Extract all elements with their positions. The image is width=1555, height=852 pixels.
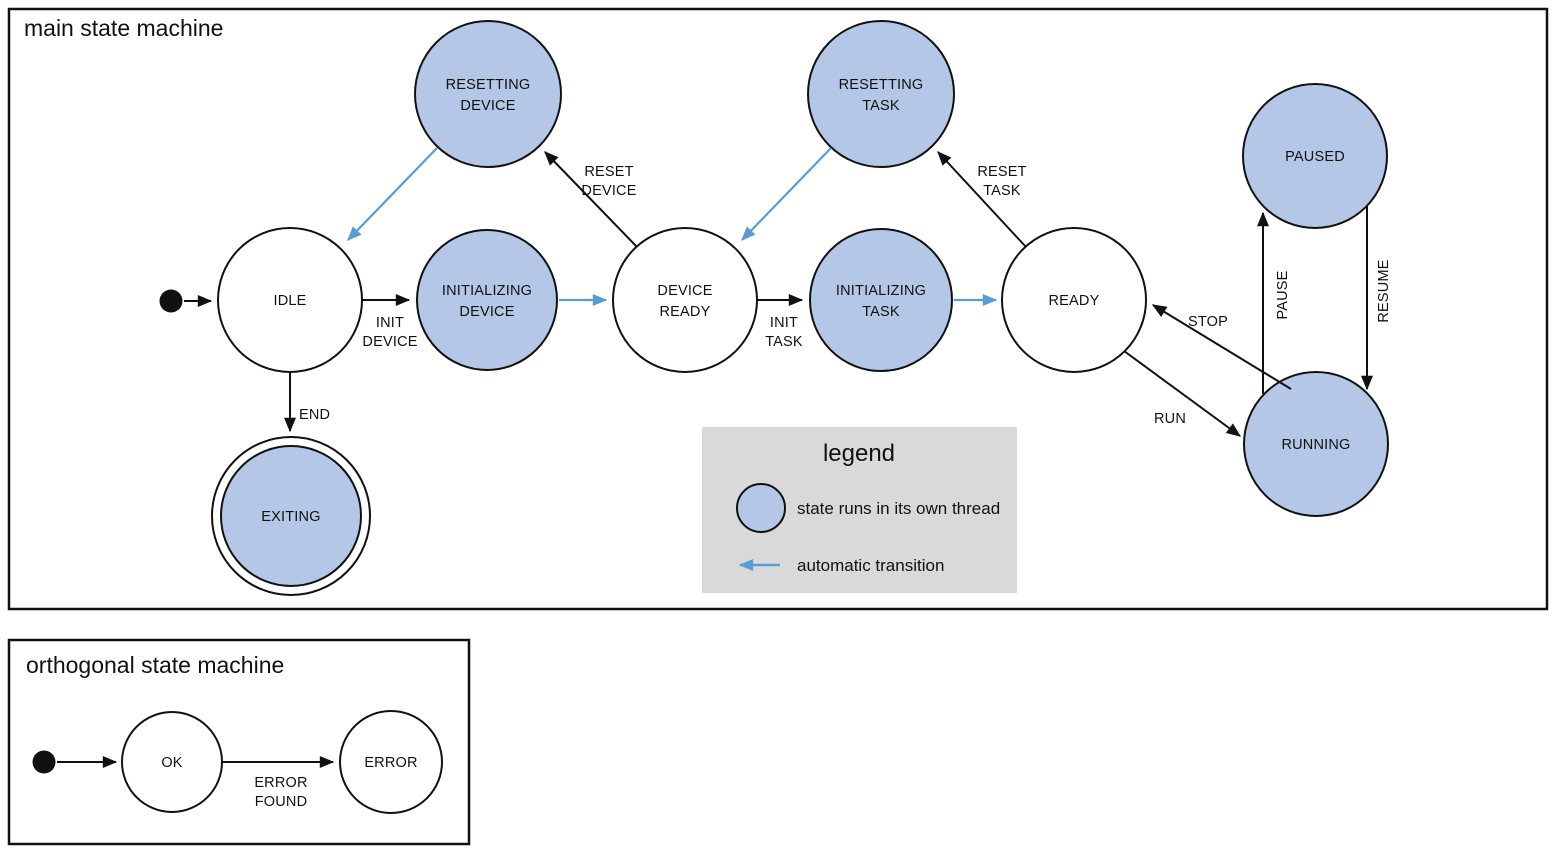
transition-label-init-task-line2: TASK — [765, 334, 803, 350]
initial-state-dot-orthogonal — [32, 750, 56, 774]
transition-line-run — [1123, 350, 1241, 437]
initial-state-dot — [159, 289, 183, 313]
state-circle-device-ready — [612, 227, 758, 373]
legend-thread-state-swatch-icon — [736, 483, 786, 533]
transition-line-reset-task — [937, 151, 1027, 248]
legend: legend state runs in its own thread auto… — [702, 427, 1017, 593]
state-circle-error — [339, 710, 443, 814]
state-circle-initializing-task — [809, 228, 953, 372]
state-label-device-ready-line2: READY — [660, 304, 711, 320]
transition-label-error-found-line2: FOUND — [255, 794, 308, 810]
state-label-running: RUNNING — [1281, 437, 1350, 453]
transition-label-run: RUN — [1154, 411, 1186, 427]
orthogonal-state-machine: orthogonal state machine OK ERROR ERROR … — [7, 638, 471, 846]
auto-transition-line-resetting-task-to-device-ready — [741, 147, 832, 241]
state-label-initializing-task-line1: INITIALIZING — [836, 283, 926, 299]
transition-label-reset-task-line1: RESET — [977, 164, 1026, 180]
state-label-device-ready-line1: DEVICE — [657, 283, 712, 299]
transition-label-init-device-line1: INIT — [376, 315, 404, 331]
state-label-idle: IDLE — [273, 293, 306, 309]
state-label-initializing-device-line1: INITIALIZING — [442, 283, 532, 299]
state-label-paused: PAUSED — [1285, 149, 1345, 165]
transition-label-error-found-line1: ERROR — [254, 775, 307, 791]
state-circle-resetting-task — [807, 20, 955, 168]
transition-label-resume: RESUME — [1376, 259, 1392, 322]
state-label-initializing-device-line2: DEVICE — [459, 304, 514, 320]
state-circle-exiting — [220, 445, 362, 587]
state-label-resetting-task-line1: RESETTING — [839, 77, 924, 93]
main-machine-title: main state machine — [24, 15, 223, 41]
transition-label-reset-device-line2: DEVICE — [581, 183, 636, 199]
legend-thread-state-label: state runs in its own thread — [797, 499, 1000, 518]
state-label-resetting-device-line2: DEVICE — [460, 98, 515, 114]
state-label-error: ERROR — [364, 755, 417, 771]
state-circle-ready — [1001, 227, 1147, 373]
state-circle-resetting-device — [414, 20, 562, 168]
state-label-resetting-task-line2: TASK — [862, 98, 900, 114]
state-circle-paused — [1242, 83, 1388, 229]
transition-label-end: END — [299, 407, 330, 423]
state-circle-initializing-device — [416, 229, 558, 371]
transition-line-reset-device — [544, 151, 638, 248]
transition-label-reset-task-line2: TASK — [983, 183, 1021, 199]
state-label-ok: OK — [161, 755, 182, 771]
state-label-resetting-device-line1: RESETTING — [446, 77, 531, 93]
legend-title: legend — [823, 440, 895, 467]
transition-label-init-task-line1: INIT — [770, 315, 798, 331]
legend-auto-transition-label: automatic transition — [797, 556, 944, 575]
transition-line-stop — [1151, 304, 1292, 390]
main-state-machine: main state machine IDLE RESETTING DEVICE… — [7, 7, 1549, 611]
state-label-exiting: EXITING — [261, 509, 320, 525]
state-label-ready: READY — [1049, 293, 1100, 309]
transition-label-stop: STOP — [1188, 314, 1228, 330]
auto-transition-line-resetting-device-to-idle — [347, 147, 438, 241]
state-label-initializing-task-line2: TASK — [862, 304, 900, 320]
transition-label-pause: PAUSE — [1275, 270, 1291, 319]
transition-label-init-device-line2: DEVICE — [362, 334, 417, 350]
transition-label-reset-device-line1: RESET — [584, 164, 633, 180]
state-circle-running — [1243, 371, 1389, 517]
orthogonal-machine-title: orthogonal state machine — [26, 652, 284, 678]
